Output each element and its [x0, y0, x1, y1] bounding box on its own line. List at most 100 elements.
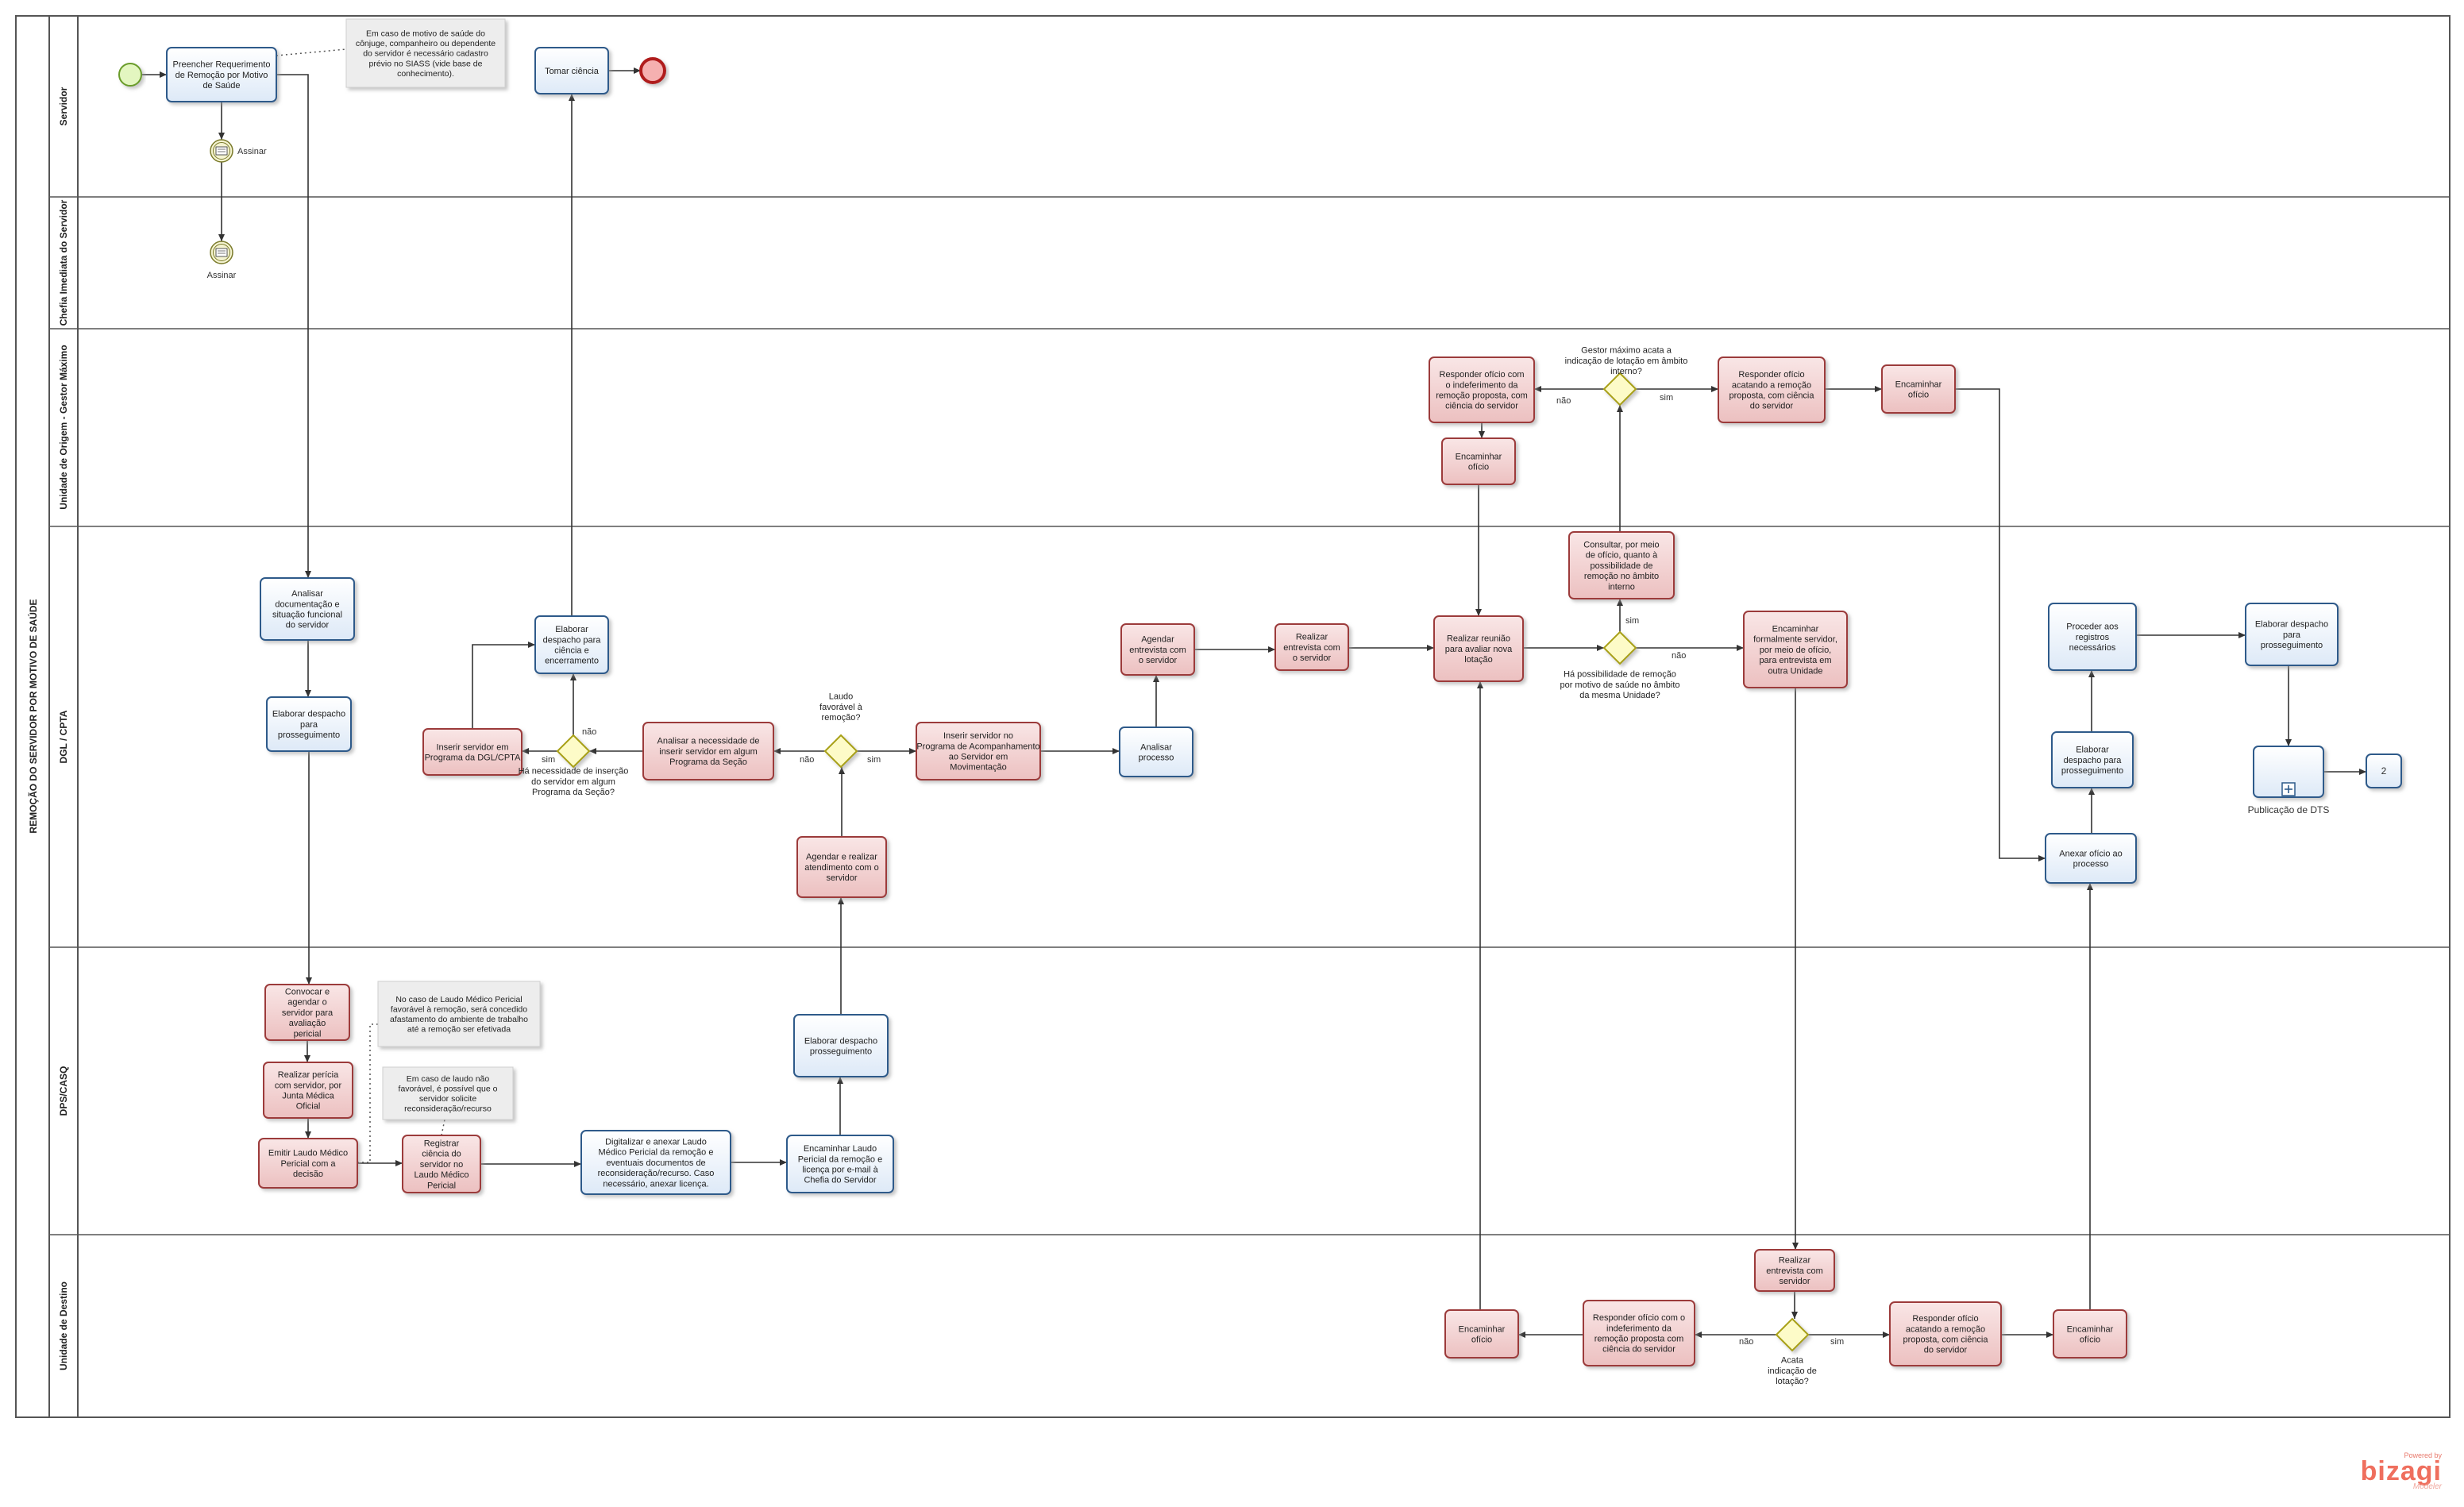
sequence-flow: [276, 74, 311, 578]
assinar-event-2[interactable]: Assinar: [207, 241, 237, 280]
g1-sim-label: sim: [542, 755, 555, 765]
association-line: [276, 48, 347, 56]
brand-sub: Modeler: [2412, 1482, 2442, 1491]
task-t2[interactable]: Tomar ciência: [534, 47, 609, 94]
pool: REMOÇÃO DO SERVIDOR POR MOTIVO DE SAÚDE: [15, 15, 2451, 1418]
lanes: Servidor Chefia Imediata do Servidor Uni…: [49, 87, 2450, 1370]
lane-chefia: Chefia Imediata do Servidor: [58, 199, 69, 326]
task-label: Tomar ciência: [545, 67, 600, 76]
publicacao-subprocess[interactable]: Publicação de DTS: [2248, 746, 2330, 815]
g4-nao-label: não: [1556, 396, 1571, 406]
g4-sim-label: sim: [1660, 393, 1673, 403]
g2-sim-label: sim: [867, 755, 881, 765]
assinar-label-2: Assinar: [207, 271, 237, 280]
lane-servidor: Servidor: [58, 87, 69, 125]
sequence-flow: [1955, 388, 2046, 861]
g5-nao-label: não: [1739, 1337, 1753, 1347]
g5-sim-label: sim: [1830, 1337, 1844, 1347]
start-event[interactable]: [118, 63, 142, 87]
brand-name: bizagi: [2360, 1456, 2442, 1486]
offpage-connector[interactable]: 2: [2366, 754, 2402, 788]
message-icon: [215, 146, 228, 156]
pool-title: REMOÇÃO DO SERVIDOR POR MOTIVO DE SAÚDE: [27, 599, 39, 833]
flow-labels: não sim não sim sim não não sim não sim: [542, 393, 1844, 1347]
end-event[interactable]: [639, 57, 666, 84]
sequence-flow: [472, 642, 535, 729]
g3-sim-label: sim: [1625, 616, 1639, 626]
assinar-event-1[interactable]: Assinar: [210, 139, 267, 163]
association-line: [357, 1023, 378, 1163]
